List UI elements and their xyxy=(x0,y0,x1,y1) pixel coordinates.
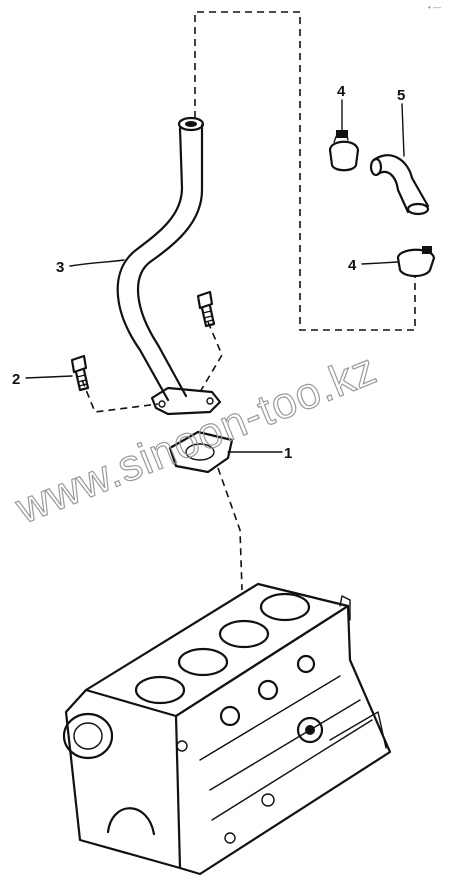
engine-block xyxy=(62,582,392,876)
callout-1: 1 xyxy=(284,445,292,462)
callout-4-upper: 4 xyxy=(337,83,346,100)
assembly-guide-lines xyxy=(81,11,416,591)
hose-clamp-upper xyxy=(328,130,360,172)
hose-clamp-lower xyxy=(396,246,436,278)
watermark-text: www.sinoon-too.kz xyxy=(8,344,383,534)
leader-3 xyxy=(69,259,125,267)
leader-lines xyxy=(25,99,405,453)
gasket xyxy=(168,430,234,474)
water-pipe xyxy=(116,116,222,416)
bolt-right xyxy=(196,290,216,328)
callout-5: 5 xyxy=(397,87,405,104)
callout-2: 2 xyxy=(12,371,20,388)
leader-2 xyxy=(25,375,73,379)
bolt-left xyxy=(70,354,90,392)
leader-5 xyxy=(401,103,405,157)
callout-4-lower: 4 xyxy=(348,257,357,274)
rubber-hose xyxy=(369,154,430,216)
corner-mark: • — xyxy=(428,3,441,12)
callout-labels: 1 2 3 4 4 5 xyxy=(12,83,405,462)
callout-3: 3 xyxy=(56,259,64,276)
watermark: www.sinoon-too.kz • — xyxy=(8,3,441,534)
leader-4-lower xyxy=(361,261,399,265)
